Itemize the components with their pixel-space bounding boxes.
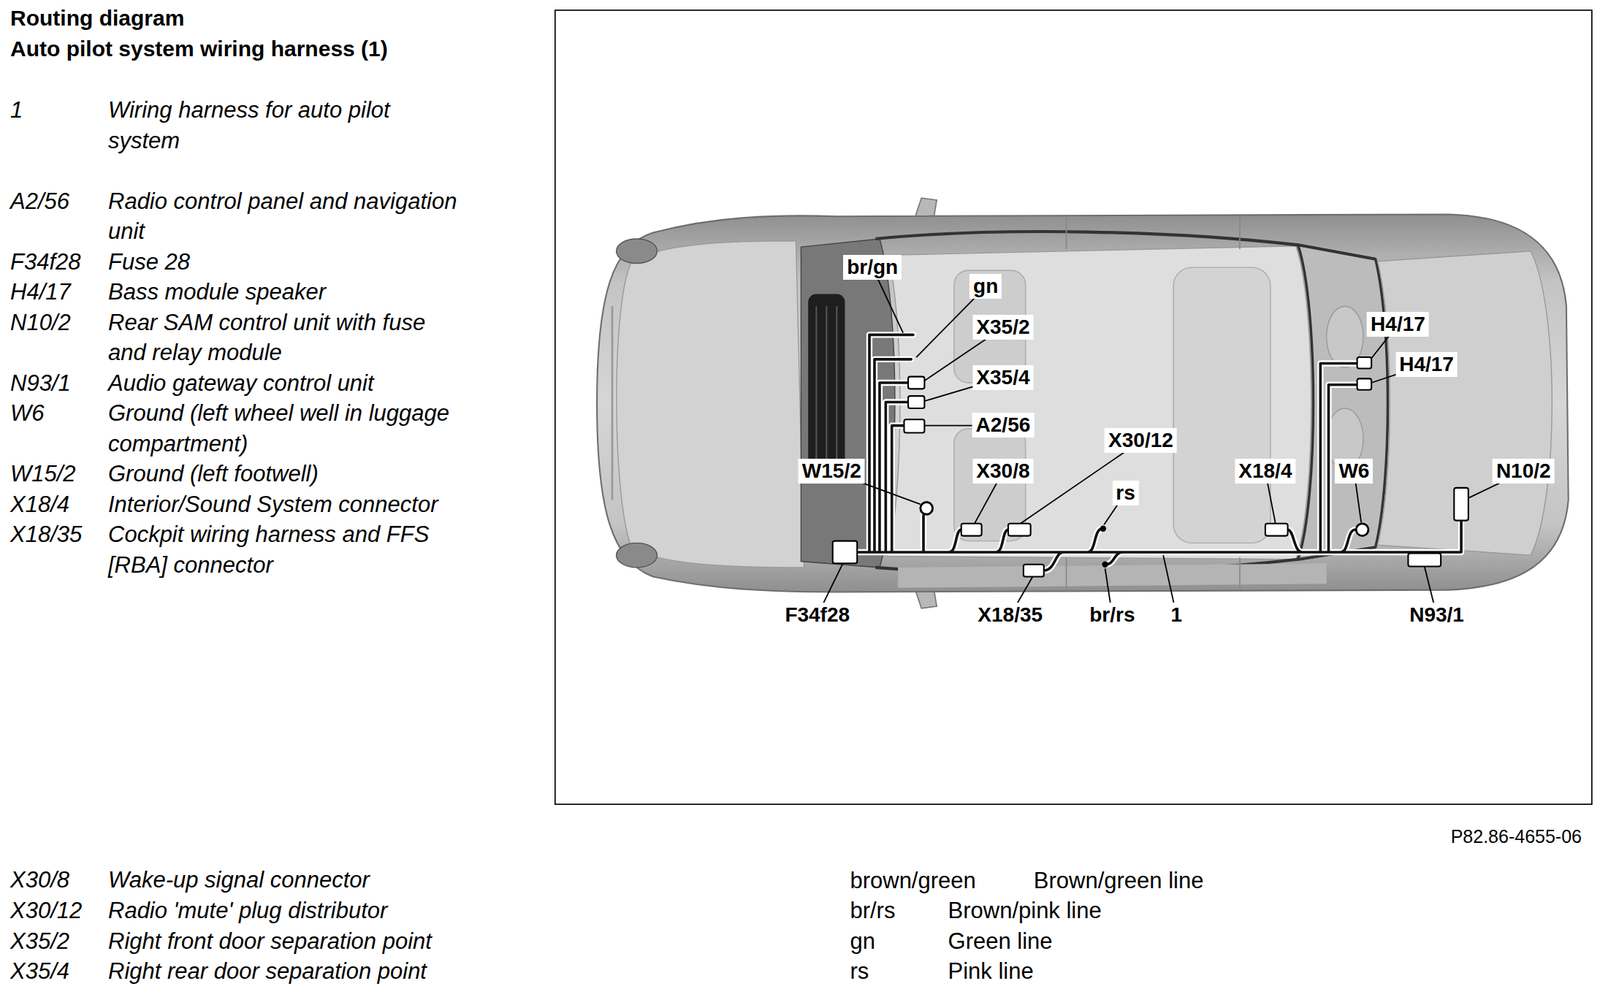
- callout-label: br/gn: [843, 254, 902, 280]
- legend-code: W15/2: [10, 458, 109, 490]
- legend-description: Right rear door separation point: [108, 956, 693, 988]
- rear-bench: [1173, 267, 1271, 543]
- color-code: rs: [849, 956, 869, 988]
- callout-label: br/rs: [1085, 602, 1139, 628]
- legend-description: Interior/Sound System connector: [108, 489, 492, 521]
- splice-dot: [1100, 526, 1107, 532]
- legend-code: X18/4: [10, 489, 109, 521]
- callout-label: gn: [969, 273, 1002, 299]
- callout-label: X30/12: [1104, 428, 1177, 453]
- legend-code: X18/35: [10, 519, 109, 581]
- legend-row: X30/8Wake-up signal connector: [10, 865, 693, 896]
- callout-label: X18/4: [1234, 458, 1296, 484]
- legend-description: Audio gateway control unit: [108, 368, 492, 399]
- callout-label: 1: [1167, 602, 1187, 628]
- callout-label: A2/56: [972, 412, 1035, 438]
- color-description: Brown/green line: [1033, 865, 1205, 897]
- legend-code: W6: [10, 398, 109, 459]
- legend-description: Bass module speaker: [108, 276, 492, 308]
- callout-label: X30/8: [972, 458, 1034, 484]
- legend-row: N93/1Audio gateway control unit: [10, 368, 492, 399]
- legend-description: Radio control panel and navigation unit: [108, 186, 492, 247]
- callout-label: W6: [1334, 458, 1373, 484]
- title-block: Routing diagramAuto pilot system wiring …: [10, 2, 388, 65]
- legend-description: Right front door separation point: [108, 926, 693, 958]
- legend-list: X30/8Wake-up signal connectorX30/12Radio…: [10, 865, 693, 988]
- callout-label: rs: [1111, 480, 1139, 506]
- color-description: Brown/pink line: [948, 895, 1102, 927]
- legend-description: Wake-up signal connector: [108, 865, 693, 896]
- car-body: [596, 214, 1569, 592]
- grille: [611, 306, 614, 500]
- legend-row: H4/17Bass module speaker: [10, 276, 492, 308]
- legend-code: X35/2: [10, 926, 109, 958]
- callout-label: W15/2: [798, 458, 866, 484]
- leader-lines: [817, 267, 1525, 616]
- callout-label: N10/2: [1492, 458, 1555, 484]
- sill: [897, 563, 1327, 589]
- legend-row: X18/35Cockpit wiring harness and FFS [RB…: [10, 519, 492, 581]
- legend-code: F34f28: [10, 246, 109, 278]
- splice-dot: [1101, 561, 1108, 568]
- legend-row: F34f28Fuse 28: [10, 246, 492, 278]
- color-description: Pink line: [948, 956, 1034, 988]
- legend-code: A2/56: [10, 186, 109, 247]
- legend-code: X35/4: [10, 956, 109, 988]
- frame: [555, 10, 1592, 805]
- legend-code: X30/12: [10, 895, 109, 927]
- legend-description: Rear SAM control unit with fuse and rela…: [108, 307, 459, 369]
- legend-code: H4/17: [10, 276, 109, 308]
- legend-list: 1Wiring harness for auto pilot systemA2/…: [10, 94, 492, 581]
- trunk-lid: [1377, 251, 1553, 556]
- drawing-number: P82.86-4655-06: [1450, 825, 1582, 848]
- color-code: gn: [849, 926, 875, 958]
- legend-description: Ground (left footwell): [108, 458, 492, 490]
- legend-code: X30/8: [10, 865, 109, 896]
- color-code: brown/green: [849, 865, 976, 897]
- legend-code: N10/2: [10, 307, 109, 369]
- callout-label: F34f28: [781, 602, 854, 628]
- legend-row: 1Wiring harness for auto pilot system: [10, 94, 492, 156]
- connectors: [832, 357, 1469, 577]
- legend-row: X18/4Interior/Sound System connector: [10, 489, 492, 521]
- hood: [616, 241, 805, 568]
- legend-row: X30/12Radio 'mute' plug distributor: [10, 895, 693, 927]
- callout-label: N93/1: [1405, 602, 1468, 628]
- callout-label: H4/17: [1395, 352, 1458, 377]
- wiring-harness: [856, 334, 1462, 571]
- cowl-vent: [808, 293, 845, 480]
- legend-description: Wiring harness for auto pilot system: [108, 94, 452, 156]
- callout-label: X18/35: [973, 602, 1047, 628]
- legend-description: Fuse 28: [108, 246, 492, 278]
- legend-code: 1: [10, 94, 109, 156]
- legend-description: Radio 'mute' plug distributor: [108, 895, 693, 927]
- legend-row: A2/56Radio control panel and navigation …: [10, 186, 492, 247]
- legend-row: X35/2Right front door separation point: [10, 926, 693, 958]
- callout-label: H4/17: [1366, 311, 1430, 337]
- title: Routing diagram: [10, 2, 388, 34]
- callout-label: X35/2: [972, 314, 1034, 340]
- legend-description: Cockpit wiring harness and FFS [RBA] con…: [108, 519, 474, 581]
- legend-row: W15/2Ground (left footwell): [10, 458, 492, 490]
- color-description: Green line: [948, 926, 1053, 958]
- callout-label: X35/4: [972, 365, 1034, 391]
- color-code: br/rs: [849, 895, 895, 927]
- subtitle: Auto pilot system wiring harness (1): [10, 33, 388, 65]
- headlight: [616, 238, 658, 264]
- legend-row: W6Ground (left wheel well in luggage com…: [10, 398, 492, 459]
- headlight: [616, 542, 658, 568]
- rear-window: [1298, 244, 1389, 559]
- cabin: [887, 246, 1312, 560]
- harness-casing: [856, 334, 1462, 571]
- vent-slats: [816, 306, 837, 468]
- legend-code: N93/1: [10, 368, 109, 399]
- legend-description: Ground (left wheel well in luggage compa…: [108, 398, 492, 459]
- door-seam: [1066, 216, 1240, 590]
- legend-row: N10/2Rear SAM control unit with fuse and…: [10, 307, 492, 369]
- legend-row: X35/4Right rear door separation point: [10, 956, 693, 988]
